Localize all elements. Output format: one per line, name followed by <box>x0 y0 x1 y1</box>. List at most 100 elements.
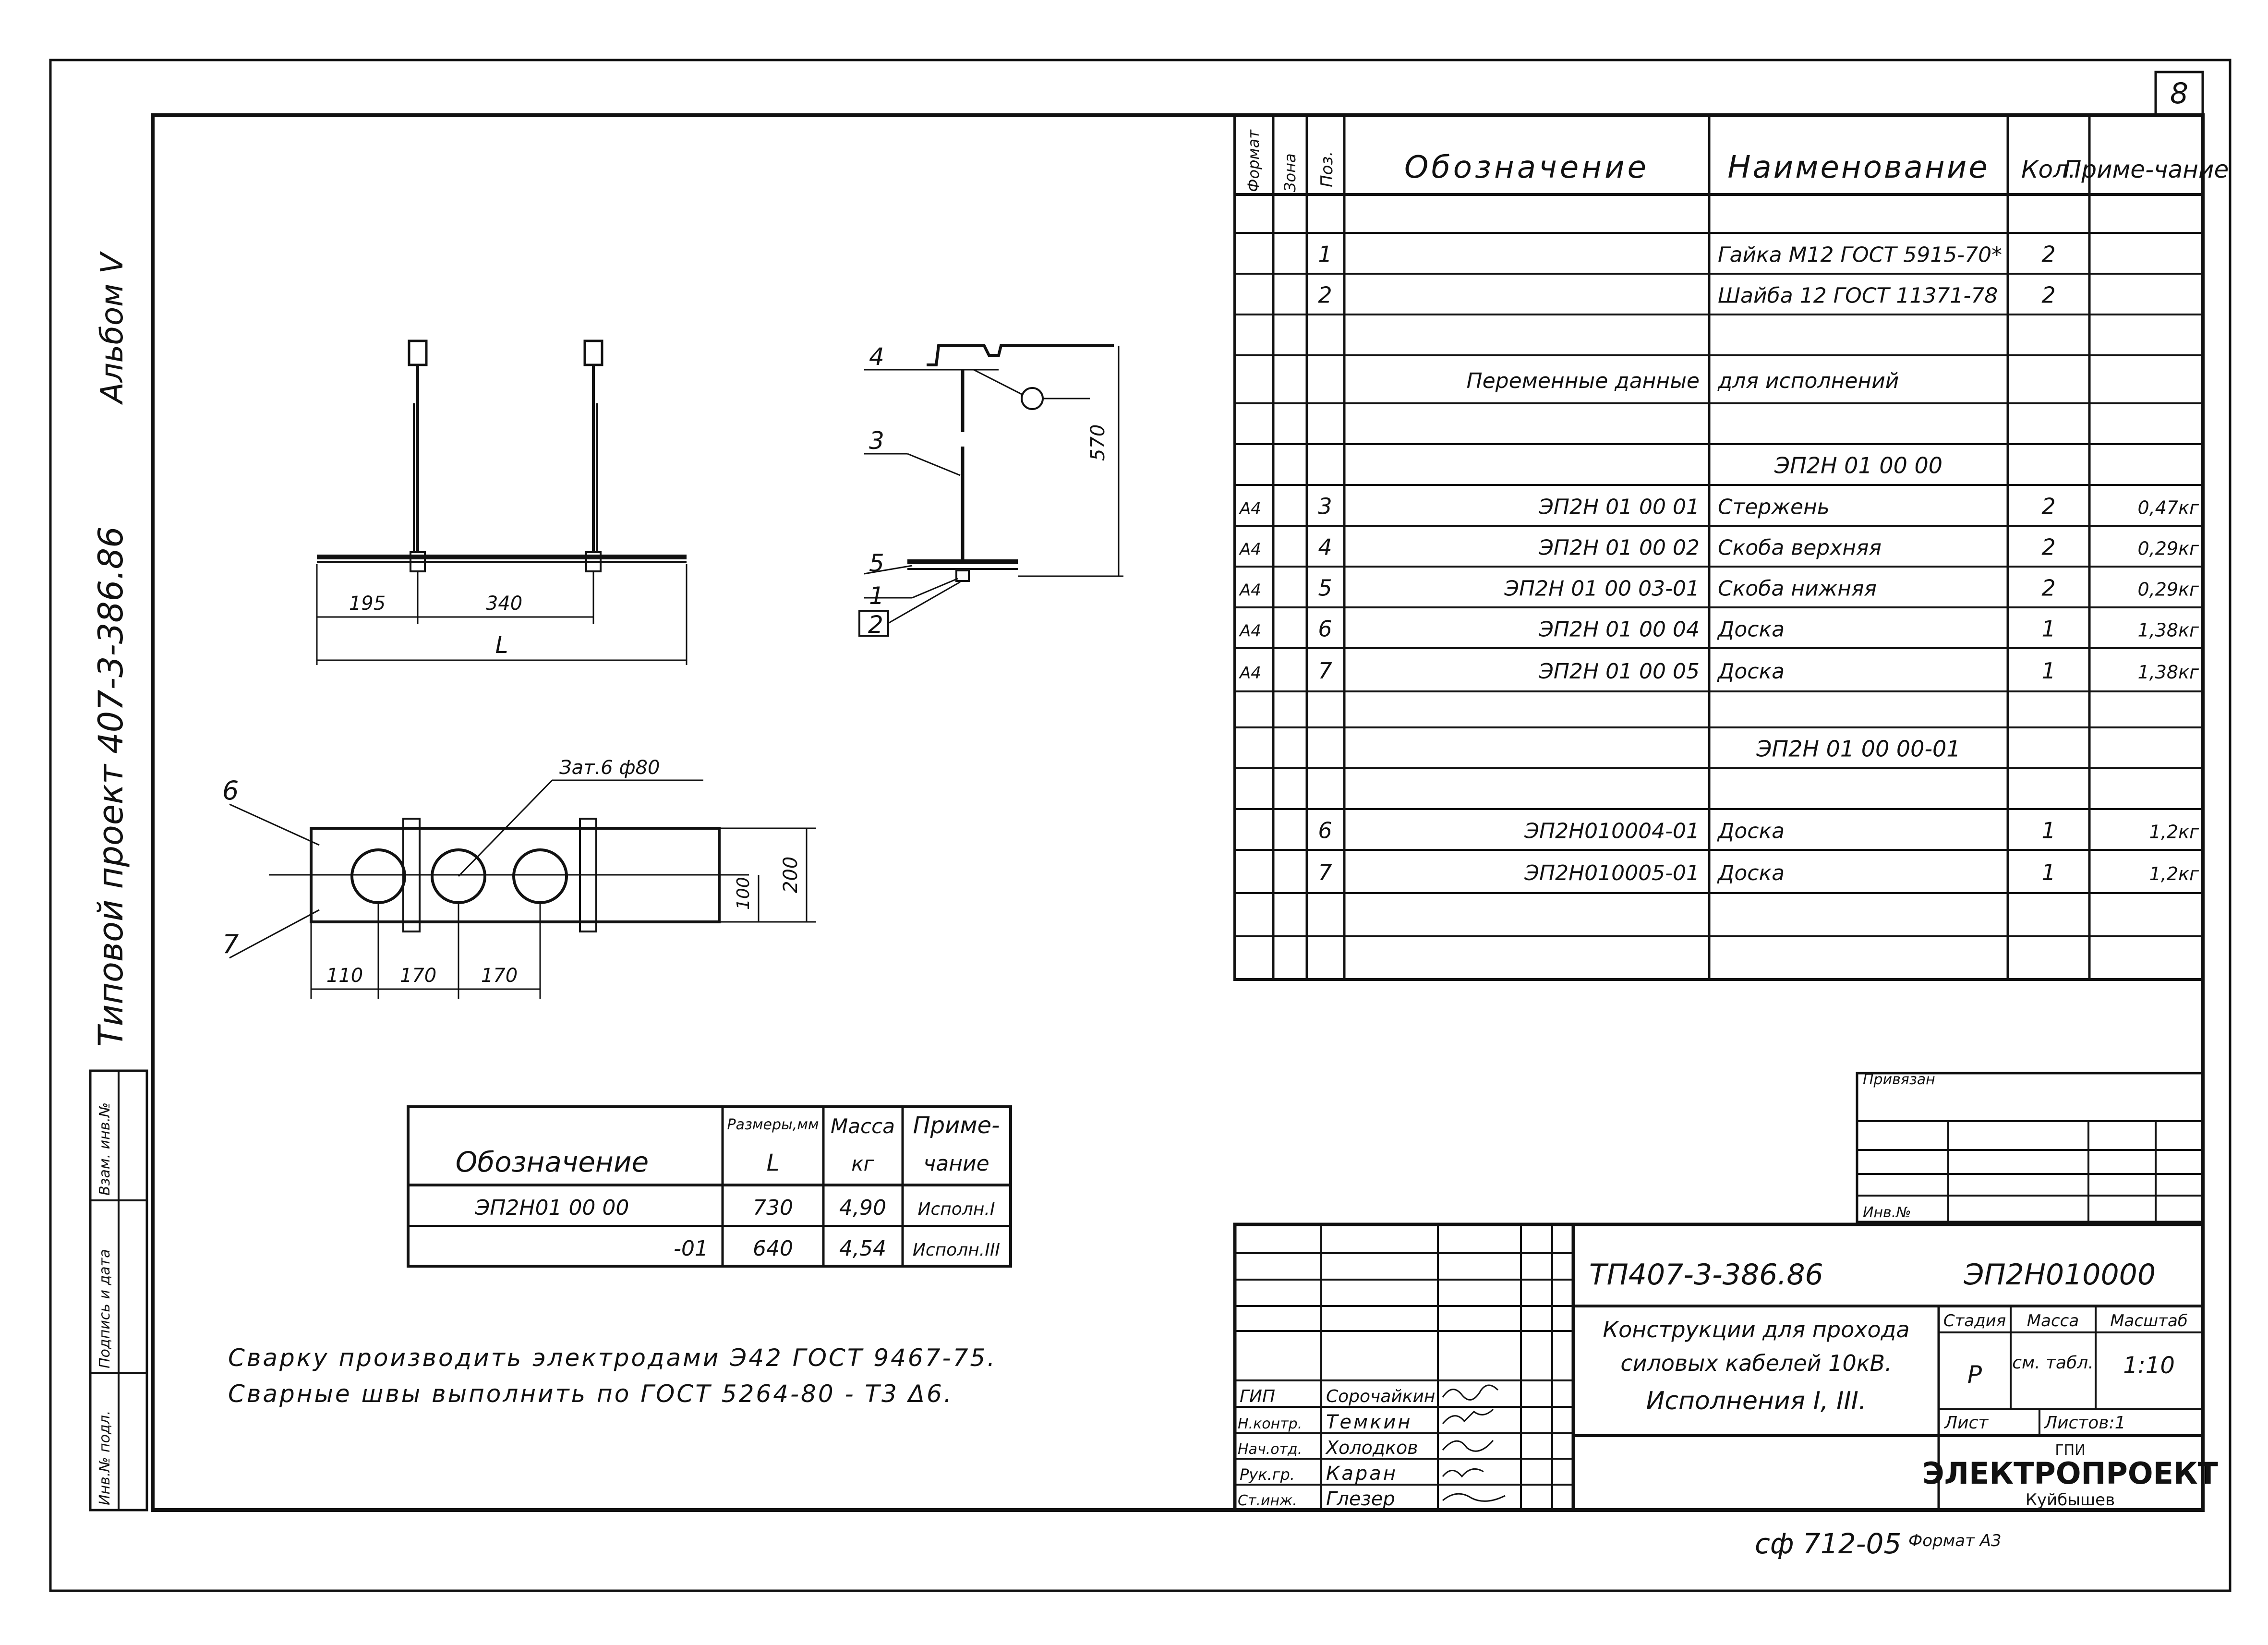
spec-cell-name: Доска <box>1717 819 1785 844</box>
tb-mass: см. табл. <box>2012 1353 2094 1373</box>
spec-cell-qty: 2 <box>2041 575 2055 601</box>
tb-name-2: Холодков <box>1325 1437 1418 1458</box>
binding-inv: Инв.№ <box>1863 1204 1911 1221</box>
spec-cell-pos: 7 <box>1318 859 1332 885</box>
spec-cell-designation: ЭП2Н010004-01 <box>1524 819 1700 844</box>
tb-sheets-label: Листов:1 <box>2043 1413 2126 1433</box>
signature-1 <box>1442 1408 1494 1424</box>
tb-scale-label: Масштаб <box>2110 1311 2188 1331</box>
side-stamp: Инв.№ подл. Подпись и дата Взам. инв.№ <box>89 1069 148 1512</box>
tb-role-2: Нач.отд. <box>1238 1441 1302 1458</box>
sheet-number: 8 <box>2170 77 2188 110</box>
spec-cell-name: Доска <box>1717 861 1785 885</box>
spec-cell-qty: 2 <box>2041 494 2055 520</box>
bottom-code: сф 712-05 <box>1755 1527 1901 1560</box>
vt-r2-size: 640 <box>753 1236 793 1261</box>
signature-2 <box>1442 1440 1494 1452</box>
spec-cell-qty: 1 <box>2041 859 2055 885</box>
top-dim-h1: 100 <box>734 877 753 910</box>
spec-h-pos: Поз. <box>1317 151 1337 187</box>
spec-h-format: Формат <box>1244 129 1263 192</box>
tb-project-code: ТП407-3-386.86 <box>1589 1258 1823 1292</box>
spec-cell-note: 1,2кг <box>2149 863 2199 884</box>
spec-cell-designation: ЭП2Н 01 00 05 <box>1538 659 1700 684</box>
top-view: Зат.6 ф80 6 7 110 170 170 100 200 <box>222 757 816 999</box>
title-block: ГИП Сорочайкин Н.контр. Темкин Нач.отд. … <box>1233 1222 2218 1512</box>
variant-table: Обозначение Размеры,мм L Масса кг Приме-… <box>407 1105 1012 1268</box>
tb-org-top: ГПИ <box>2055 1442 2085 1459</box>
signature-3 <box>1442 1468 1484 1478</box>
front-dim-total: L <box>495 632 508 659</box>
tb-sheet-label: Лист <box>1943 1413 1989 1433</box>
spec-cell-name: Доска <box>1717 617 1785 642</box>
spec-cell-designation: ЭП2Н 01 00 03-01 <box>1504 577 1700 601</box>
top-dim-2: 170 <box>400 965 436 987</box>
vt-h-designation: Обозначение <box>456 1146 649 1178</box>
vt-r1-note: Исполн.I <box>918 1199 995 1219</box>
spec-cell-pos: 4 <box>1318 534 1332 560</box>
front-dim-1: 195 <box>349 593 386 615</box>
top-label-7: 7 <box>222 929 239 959</box>
vt-r2-mass: 4,54 <box>839 1236 886 1261</box>
side-label-2: 2 <box>868 611 883 639</box>
spec-cell-note: 1,2кг <box>2149 822 2199 843</box>
spec-h-note: Приме-чание <box>2063 156 2229 183</box>
binding-block: Привязан Инв.№ <box>1856 1071 2204 1223</box>
spec-cell-name: ЭП2Н 01 00 00-01 <box>1756 736 1960 762</box>
spec-h-designation: Обозначение <box>1404 150 1649 185</box>
front-dim-2: 340 <box>486 593 522 615</box>
vt-h-mass: кг <box>851 1152 874 1175</box>
tb-title-line-3: Исполнения I, III. <box>1646 1387 1866 1415</box>
tb-role-3: Рук.гр. <box>1240 1465 1295 1484</box>
side-dim-height: 570 <box>1087 424 1109 461</box>
tb-role-4: Ст.инж. <box>1238 1492 1297 1509</box>
spec-cell-note: 0,29кг <box>2137 538 2199 559</box>
vt-h-size: L <box>767 1149 780 1176</box>
signature-4 <box>1442 1493 1506 1502</box>
spec-cell-pos: 7 <box>1318 658 1332 684</box>
spec-cell-pos: 5 <box>1318 575 1332 601</box>
vt-r2-designation: -01 <box>674 1236 708 1261</box>
format-label: Формат А3 <box>1908 1531 2002 1550</box>
spec-cell-note: 0,29кг <box>2137 579 2199 600</box>
note-2: Сварные швы выполнить по ГОСТ 5264-80 - … <box>228 1380 953 1408</box>
inner-border <box>151 113 2205 1512</box>
spec-cell-note: 1,38кг <box>2137 620 2199 641</box>
specification-table: Формат Зона Поз. Обозначение Наименовани… <box>1233 114 2229 981</box>
spec-cell-name: Шайба 12 ГОСТ 11371-78 <box>1718 284 1998 308</box>
tb-name-3: Каран <box>1326 1463 1398 1485</box>
tb-name-0: Сорочайкин <box>1326 1387 1435 1406</box>
tb-org: ЭЛЕКТРОПРОЕКТ <box>1922 1456 2218 1491</box>
tb-name-1: Темкин <box>1326 1411 1412 1433</box>
front-view: 195 340 L <box>316 339 688 665</box>
side-label-3: 3 <box>869 427 884 455</box>
spec-cell-format: А4 <box>1239 499 1261 519</box>
spec-h-zone: Зона <box>1281 153 1299 192</box>
stamp-inv: Инв.№ подл. <box>97 1411 113 1505</box>
spec-cell-name: для исполнений <box>1717 369 1899 393</box>
spec-cell-qty: 2 <box>2041 242 2055 267</box>
spec-cell-format: А4 <box>1239 664 1261 683</box>
spec-cell-designation: ЭП2Н 01 00 04 <box>1538 617 1700 642</box>
tb-title-line-1: Конструкции для прохода <box>1603 1317 1909 1343</box>
spec-cell-pos: 2 <box>1318 282 1332 308</box>
spec-cell-name: Скоба верхняя <box>1718 536 1882 560</box>
tb-role-1: Н.контр. <box>1238 1415 1302 1432</box>
vt-r1-mass: 4,90 <box>839 1196 886 1220</box>
side-label-5: 5 <box>869 549 884 577</box>
spec-cell-designation: ЭП2Н 01 00 02 <box>1538 536 1700 560</box>
tb-stage-label: Стадия <box>1943 1311 2006 1331</box>
spec-cell-pos: 3 <box>1318 494 1332 520</box>
tb-mass-label: Масса <box>2027 1311 2079 1331</box>
spec-cell-qty: 1 <box>2041 818 2055 844</box>
top-dim-3: 170 <box>481 965 518 987</box>
spec-cell-designation: ЭП2Н 01 00 01 <box>1538 495 1700 520</box>
side-view: 570 4 3 5 1 2 <box>858 343 1123 639</box>
top-dim-h2: 200 <box>780 857 802 893</box>
vt-r1-designation: ЭП2Н01 00 00 <box>475 1196 629 1220</box>
outer-border <box>49 59 2232 1592</box>
tb-title-line-2: силовых кабелей 10кВ. <box>1620 1350 1892 1376</box>
spec-cell-format: А4 <box>1239 581 1261 600</box>
spec-cell-format: А4 <box>1239 540 1261 559</box>
